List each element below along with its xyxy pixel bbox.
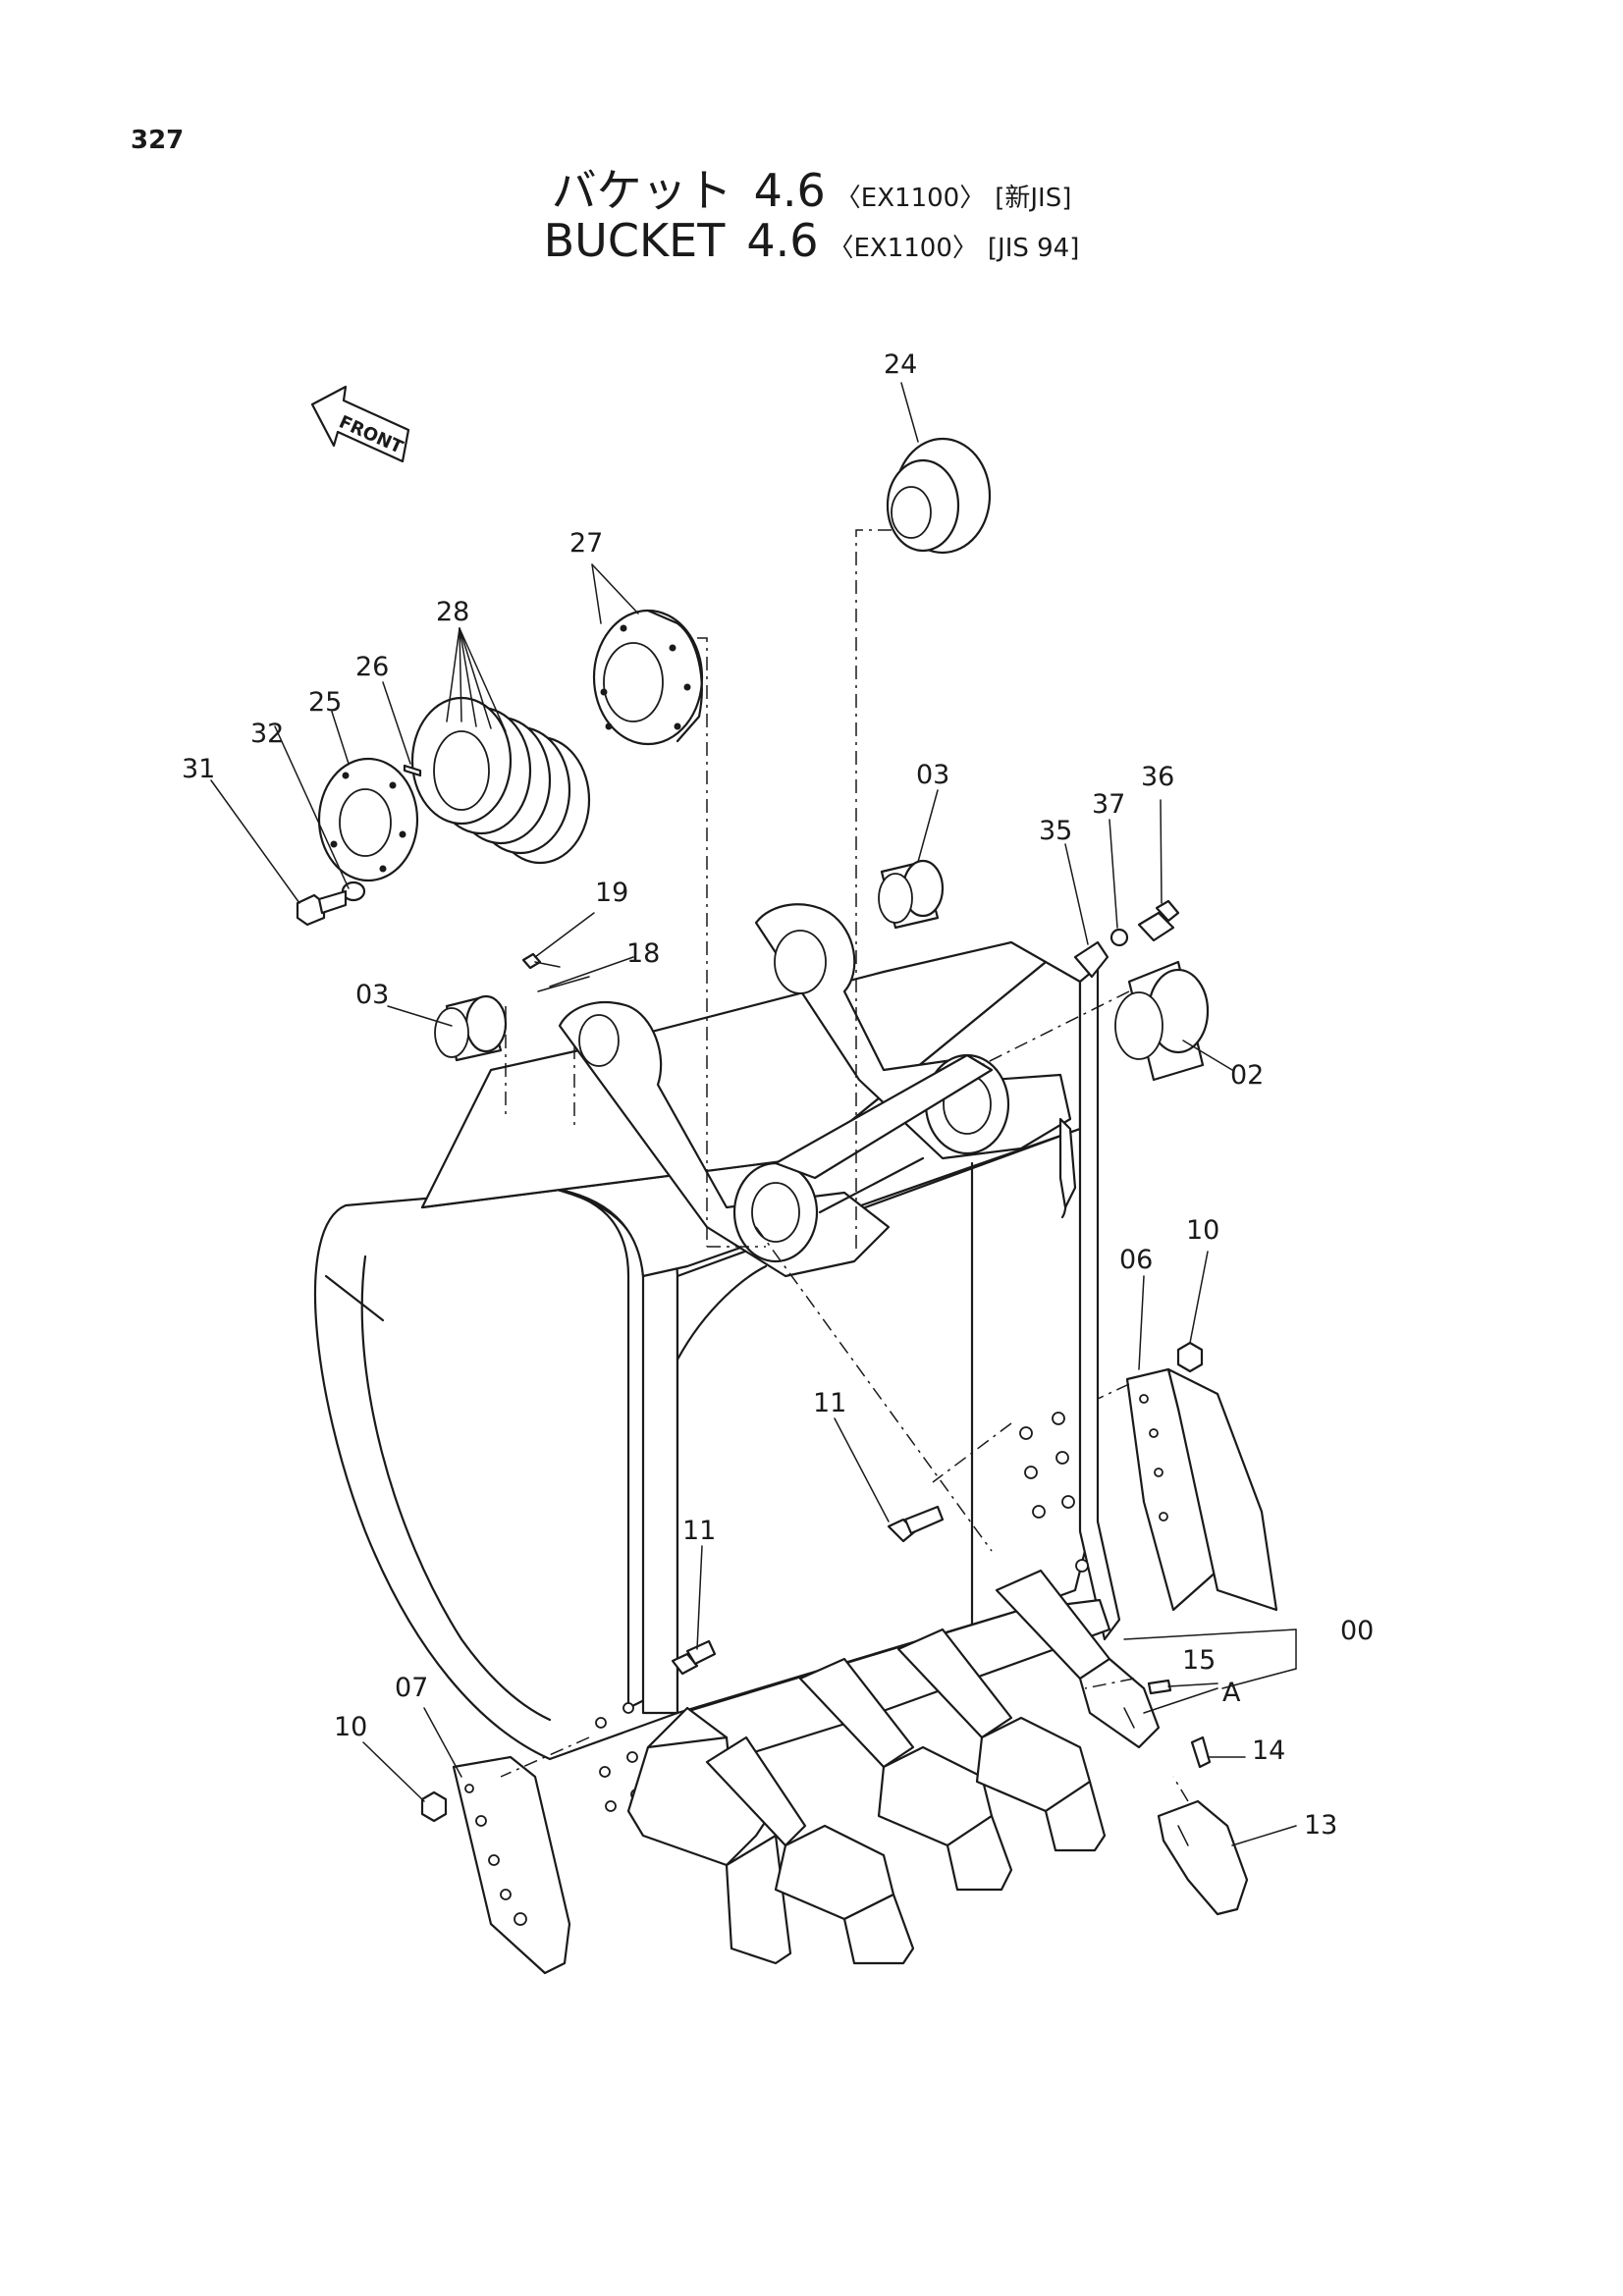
part-26-pin [403,764,422,777]
callout-10-right: 10 [1186,1215,1219,1246]
bucket-body [313,940,1121,1812]
part-03-bushing-left [434,994,508,1062]
part-19-screw [521,952,561,970]
title-jp-standard: [新JIS] [995,184,1072,213]
callout-19: 19 [595,878,628,908]
callout-11-center: 11 [813,1388,846,1418]
leader-lines [210,382,1297,1846]
part-07-side-cutter [452,1755,571,1975]
title-en-size: 4.6 [746,214,819,267]
callout-26: 26 [355,652,389,682]
part-27-seal-plate [592,609,704,746]
tooth-2 [705,1735,915,1965]
callout-detail-a: A [1222,1678,1241,1708]
part-10-nut-right [1176,1341,1204,1373]
callout-02: 02 [1230,1060,1264,1091]
part-28-seal-rings [410,696,591,865]
callout-18: 18 [626,938,660,969]
assembly-lines [500,529,1189,1802]
title-en-main: BUCKET [543,214,726,267]
callout-24: 24 [884,349,917,380]
part-13-tooth-tip [1157,1799,1249,1916]
callout-37: 37 [1092,789,1125,820]
part-11-bolt-left [671,1639,717,1676]
title-english: BUCKET 4.6 〈EX1100〉 [JIS 94] [0,214,1623,267]
callout-36: 36 [1141,762,1174,792]
callout-07: 07 [395,1673,428,1703]
callout-15: 15 [1182,1645,1216,1676]
callout-06: 06 [1119,1245,1153,1275]
tooth-3 [798,1657,1013,1892]
part-36-bolt [1137,899,1180,942]
callout-labels: 24 27 28 26 25 32 31 03 35 37 36 19 18 0… [182,349,1374,1841]
callout-10-left: 10 [334,1712,367,1742]
part-37-washer [1109,928,1129,947]
callout-28: 28 [436,597,469,627]
callout-25: 25 [308,687,342,718]
title-jp-size: 4.6 [753,164,826,217]
callout-31: 31 [182,754,215,784]
tooth-1 [626,1706,792,1965]
title-japanese: バケット 4.6 〈EX1100〉 [新JIS] [0,155,1623,220]
part-14-retainer [1190,1735,1212,1769]
part-18-pin [537,976,590,992]
callout-14: 14 [1252,1735,1285,1766]
part-35-plate [1073,940,1109,979]
title-en-model: 〈EX1100〉 [828,234,978,263]
part-11-bolt-center [887,1505,945,1543]
callout-27: 27 [569,528,603,559]
part-15-pin [1147,1679,1172,1695]
tooth-5 [995,1569,1161,1749]
callout-03-left: 03 [355,980,389,1010]
bucket-teeth [626,1569,1161,1965]
part-24-bushing [886,437,992,555]
callout-13: 13 [1304,1810,1337,1841]
title-en-standard: [JIS 94] [987,234,1080,263]
callout-35: 35 [1039,816,1072,846]
title-jp-main: バケット [551,164,732,217]
title-jp-model: 〈EX1100〉 [835,184,986,213]
part-06-side-cutter [1125,1367,1278,1612]
bucket-brackets [558,903,1077,1278]
part-31-bolt [296,889,348,927]
part-03-bushing-right [878,859,945,930]
part-10-nut-left [420,1790,448,1823]
tooth-4 [896,1628,1107,1852]
part-25-plate [317,757,419,882]
callout-00: 00 [1340,1616,1374,1646]
front-arrow-icon: FRONT [310,385,410,463]
callout-11-left: 11 [682,1516,716,1546]
callout-03-right: 03 [916,760,949,790]
page-number: 327 [131,126,185,155]
part-02-bushing [1114,960,1210,1082]
callout-32: 32 [250,719,284,749]
